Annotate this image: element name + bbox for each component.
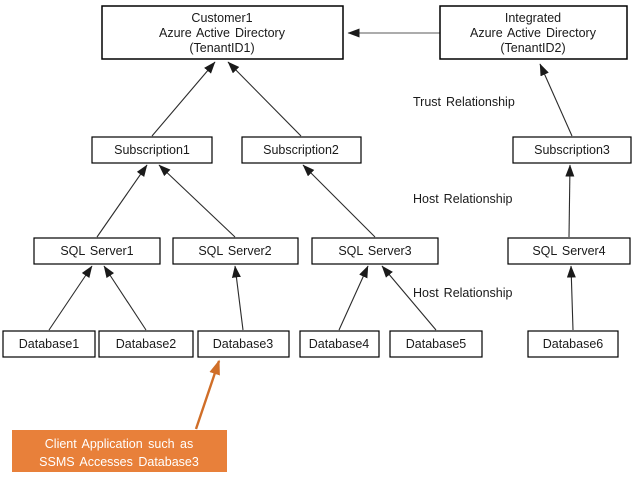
- node-subscription3-label: Subscription3: [534, 143, 610, 157]
- node-database2-label: Database2: [116, 337, 177, 351]
- node-sql-server1: SQL Server1: [33, 237, 161, 265]
- connector-database3-to-sqlserver2: [231, 265, 244, 331]
- node-integrated-aad-line2: Azure Active Directory: [470, 26, 597, 40]
- node-sql-server1-box: [33, 237, 161, 265]
- node-sql-server3-label: SQL Server3: [338, 244, 411, 258]
- node-customer-aad-box: [101, 5, 344, 60]
- connector-database1-to-sqlserver1: [48, 265, 93, 331]
- node-database5: Database5: [389, 330, 483, 358]
- node-subscription2-box: [241, 136, 362, 164]
- node-customer-aad-line3: (TenantID1): [189, 41, 254, 55]
- node-sql-server4-box: [507, 237, 631, 265]
- connector-sqlserver3-to-subscription2: [302, 164, 376, 238]
- node-sql-server3: SQL Server3: [311, 237, 439, 265]
- node-integrated-aad-line3: (TenantID2): [500, 41, 565, 55]
- node-database5-box: [389, 330, 483, 358]
- callout-arrow-to-database3: [194, 359, 221, 430]
- node-database6: Database6: [527, 330, 619, 358]
- node-sql-server1-label: SQL Server1: [60, 244, 133, 258]
- node-subscription3: Subscription3: [512, 136, 632, 164]
- node-subscription1: Subscription1: [91, 136, 213, 164]
- node-sql-server2-label: SQL Server2: [198, 244, 271, 258]
- node-subscription2: Subscription2: [241, 136, 362, 164]
- node-integrated-aad-line1: Integrated: [505, 11, 561, 25]
- node-customer-aad-line2: Azure Active Directory: [159, 26, 286, 40]
- node-sql-server4-label: SQL Server4: [532, 244, 605, 258]
- node-database1: Database1: [2, 330, 96, 358]
- node-database2-box: [98, 330, 194, 358]
- client-application-callout: Client Application such as SSMS Accesses…: [12, 430, 227, 472]
- node-subscription3-box: [512, 136, 632, 164]
- node-customer-aad-line1: Customer1: [191, 11, 252, 25]
- connector-sqlserver1-to-subscription1: [96, 164, 148, 238]
- node-database4-label: Database4: [309, 337, 370, 351]
- node-sql-server3-box: [311, 237, 439, 265]
- trust-relationship-label: Trust Relationship: [413, 95, 515, 109]
- node-customer-aad: Customer1 Azure Active Directory (Tenant…: [101, 5, 344, 60]
- node-database6-label: Database6: [543, 337, 604, 351]
- node-database1-box: [2, 330, 96, 358]
- connectors: [48, 28, 576, 430]
- connector-sqlserver4-to-subscription3: [565, 164, 575, 238]
- node-subscription1-box: [91, 136, 213, 164]
- node-subscription2-label: Subscription2: [263, 143, 339, 157]
- connector-database5-to-sqlserver3: [381, 265, 437, 331]
- connector-database2-to-sqlserver1: [103, 265, 147, 331]
- connector-database4-to-sqlserver3: [338, 265, 369, 331]
- host-relationship-label-upper: Host Relationship: [413, 192, 513, 206]
- node-database6-box: [527, 330, 619, 358]
- connector-subscription2-to-customer: [227, 61, 302, 137]
- node-database4: Database4: [299, 330, 380, 358]
- connector-database6-to-sqlserver4: [566, 265, 576, 331]
- client-application-callout-box: [12, 430, 227, 472]
- client-application-callout-line1: Client Application such as: [45, 437, 193, 451]
- node-database3-box: [197, 330, 290, 358]
- client-application-callout-line2: SSMS Accesses Database3: [39, 455, 199, 469]
- node-sql-server2-box: [172, 237, 299, 265]
- connector-subscription3-to-integrated: [539, 63, 573, 137]
- host-relationship-label-lower: Host Relationship: [413, 286, 513, 300]
- node-database3-label: Database3: [213, 337, 274, 351]
- connector-sqlserver2-to-subscription1: [158, 164, 236, 238]
- node-database2: Database2: [98, 330, 194, 358]
- node-integrated-aad: Integrated Azure Active Directory (Tenan…: [439, 5, 628, 60]
- node-database4-box: [299, 330, 380, 358]
- connector-subscription1-to-customer: [151, 61, 216, 137]
- node-database1-label: Database1: [19, 337, 80, 351]
- node-subscription1-label: Subscription1: [114, 143, 190, 157]
- node-sql-server4: SQL Server4: [507, 237, 631, 265]
- node-sql-server2: SQL Server2: [172, 237, 299, 265]
- node-integrated-aad-box: [439, 5, 628, 60]
- node-database5-label: Database5: [406, 337, 467, 351]
- node-database3: Database3: [197, 330, 290, 358]
